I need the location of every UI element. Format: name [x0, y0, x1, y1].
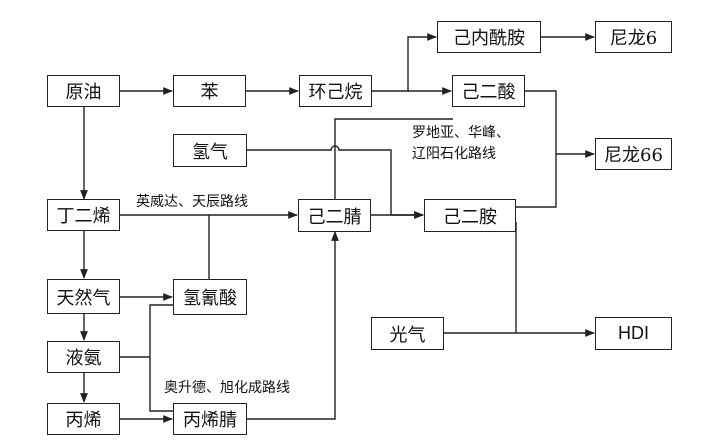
node-liquid-ammonia: 液氨: [47, 341, 120, 373]
node-nylon66: 尼龙66: [595, 138, 672, 170]
node-hdi: HDI: [595, 317, 672, 350]
edge-adiponitrile-rhodia: [334, 118, 453, 203]
edge-hexanediamine-nylon66: [516, 154, 557, 208]
node-butadiene: 丁二烯: [47, 199, 120, 231]
node-benzene: 苯: [173, 75, 246, 107]
node-hydrogen: 氢气: [173, 134, 247, 167]
edge-cyclohexane-caprolactam: [372, 33, 437, 92]
node-natural-gas: 天然气: [47, 279, 120, 314]
route-label-asahi: 奥升德、旭化成路线: [164, 380, 290, 396]
node-crude-oil: 原油: [47, 75, 120, 107]
route-label-rhodia-line2: 辽阳石化路线: [412, 146, 496, 162]
edge-bracket-hcn-acrylonitrile: [149, 304, 173, 412]
node-cyclohexane: 环己烷: [299, 75, 372, 107]
node-nylon6: 尼龙6: [595, 21, 672, 53]
route-label-rhodia-line1: 罗地亚、华峰、: [412, 125, 510, 141]
edge-adipic-nylon66: [525, 90, 595, 158]
node-adipic-acid: 己二酸: [452, 75, 525, 107]
node-hexanediamine: 己二胺: [424, 199, 516, 232]
node-phosgene: 光气: [371, 317, 444, 350]
node-propylene: 丙烯: [47, 403, 120, 435]
route-label-invista-tianchen: 英威达、天辰路线: [136, 194, 248, 210]
node-caprolactam: 己内酰胺: [437, 21, 541, 53]
node-acrylonitrile: 丙烯腈: [173, 403, 247, 435]
edge-hydrogen-hexanediamine: [247, 145, 424, 219]
edge-acrylonitrile-adiponitrile: [247, 231, 339, 420]
node-adiponitrile: 己二腈: [298, 199, 371, 232]
node-hydrogen-cyanide: 氢氰酸: [173, 279, 247, 315]
